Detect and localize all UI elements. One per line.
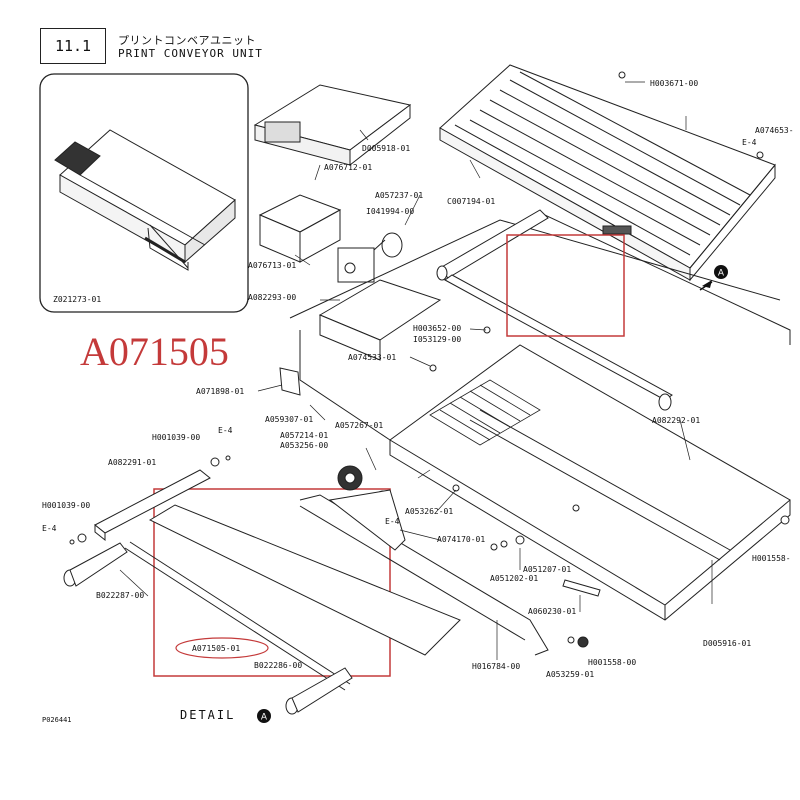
part-label-d005918: D005918-01 <box>362 144 410 153</box>
module-cover <box>253 84 412 167</box>
detail-marker-bottom: A <box>257 709 271 723</box>
bracket-a076713 <box>258 194 342 263</box>
part-label-e4-c: E-4 <box>385 517 400 526</box>
title-english: PRINT CONVEYOR UNIT <box>118 47 263 60</box>
drive-roller <box>436 209 673 411</box>
part-label-a060230: A060230-01 <box>528 607 576 616</box>
part-label-b022287: B022287-00 <box>96 591 144 600</box>
bracket-a082291 <box>94 469 211 542</box>
part-label-h016784: H016784-00 <box>472 662 520 671</box>
inset-unit-drawing <box>54 129 236 271</box>
part-label-a071898: A071898-01 <box>196 387 244 396</box>
part-label-a053256: A053256-00 <box>280 441 328 450</box>
part-label-a082291: A082291-01 <box>108 458 156 467</box>
part-label-a051207: A051207-01 <box>523 565 571 574</box>
highlight-box-top <box>506 234 625 337</box>
part-label-e4-b: E-4 <box>42 524 57 533</box>
title-japanese: プリントコンベアユニット <box>118 34 256 47</box>
part-label-a074533: A074533-01 <box>348 353 396 362</box>
svg-text:A: A <box>718 269 725 279</box>
part-label-e4-a: E-4 <box>218 426 233 435</box>
inset-frame <box>39 73 249 313</box>
part-label-h003652: H003652-00 <box>413 324 461 333</box>
inset-part-label: Z021273-01 <box>53 295 101 304</box>
part-label-a057237: A057237-01 <box>375 191 423 200</box>
center-lattice <box>429 379 541 446</box>
part-label-i053129: I053129-00 <box>413 335 461 344</box>
hardware <box>69 71 790 648</box>
part-label-i041994: I041994-00 <box>366 207 414 216</box>
part-label-a074170: A074170-01 <box>437 535 485 544</box>
mounting-plate <box>318 279 442 361</box>
detail-marker-top: A <box>699 265 728 291</box>
part-label-a076713: A076713-01 <box>248 261 296 270</box>
part-label-h001558-a: H001558- <box>752 554 791 563</box>
part-label-a071505: A071505-01 <box>192 644 240 653</box>
part-label-a082292: A082292-01 <box>652 416 700 425</box>
part-label-d005916: D005916-01 <box>703 639 751 648</box>
gear-assembly <box>328 465 406 551</box>
part-label-h001039-a: H001039-00 <box>152 433 200 442</box>
part-label-a076712: A076712-01 <box>324 163 372 172</box>
drawing-code: P026441 <box>42 716 72 724</box>
part-label-e4-top: E-4 <box>742 138 757 147</box>
main-frame <box>289 214 791 621</box>
highlight-part-code: A071505 <box>80 329 229 374</box>
part-label-a053262: A053262-01 <box>405 507 453 516</box>
detail-label: DETAIL <box>180 708 236 722</box>
rail-h016784 <box>299 494 549 656</box>
svg-text:A: A <box>261 713 268 723</box>
highlight-ellipse <box>175 637 269 659</box>
part-label-a051202: A051202-01 <box>490 574 538 583</box>
part-label-h001039-b: H001039-00 <box>42 501 90 510</box>
part-label-h001558-b: H001558-00 <box>588 658 636 667</box>
part-label-a059307: A059307-01 <box>265 415 313 424</box>
part-label-a053259: A053259-01 <box>546 670 594 679</box>
highlight-box-detail <box>153 488 391 677</box>
motor <box>337 232 403 283</box>
conveyor-belt <box>63 504 461 715</box>
part-label-a057214: A057214-01 <box>280 431 328 440</box>
section-number-box: 11.1 <box>40 28 106 64</box>
part-label-h003671: H003671-00 <box>650 79 698 88</box>
leader-lines <box>119 81 713 660</box>
part-label-c007194: C007194-01 <box>447 197 495 206</box>
part-label-a082293: A082293-00 <box>248 293 296 302</box>
part-label-b022286: B022286-00 <box>254 661 302 670</box>
top-cover <box>439 64 776 282</box>
part-label-a074653: A074653- <box>755 126 794 135</box>
part-label-a057267: A057267-01 <box>335 421 383 430</box>
